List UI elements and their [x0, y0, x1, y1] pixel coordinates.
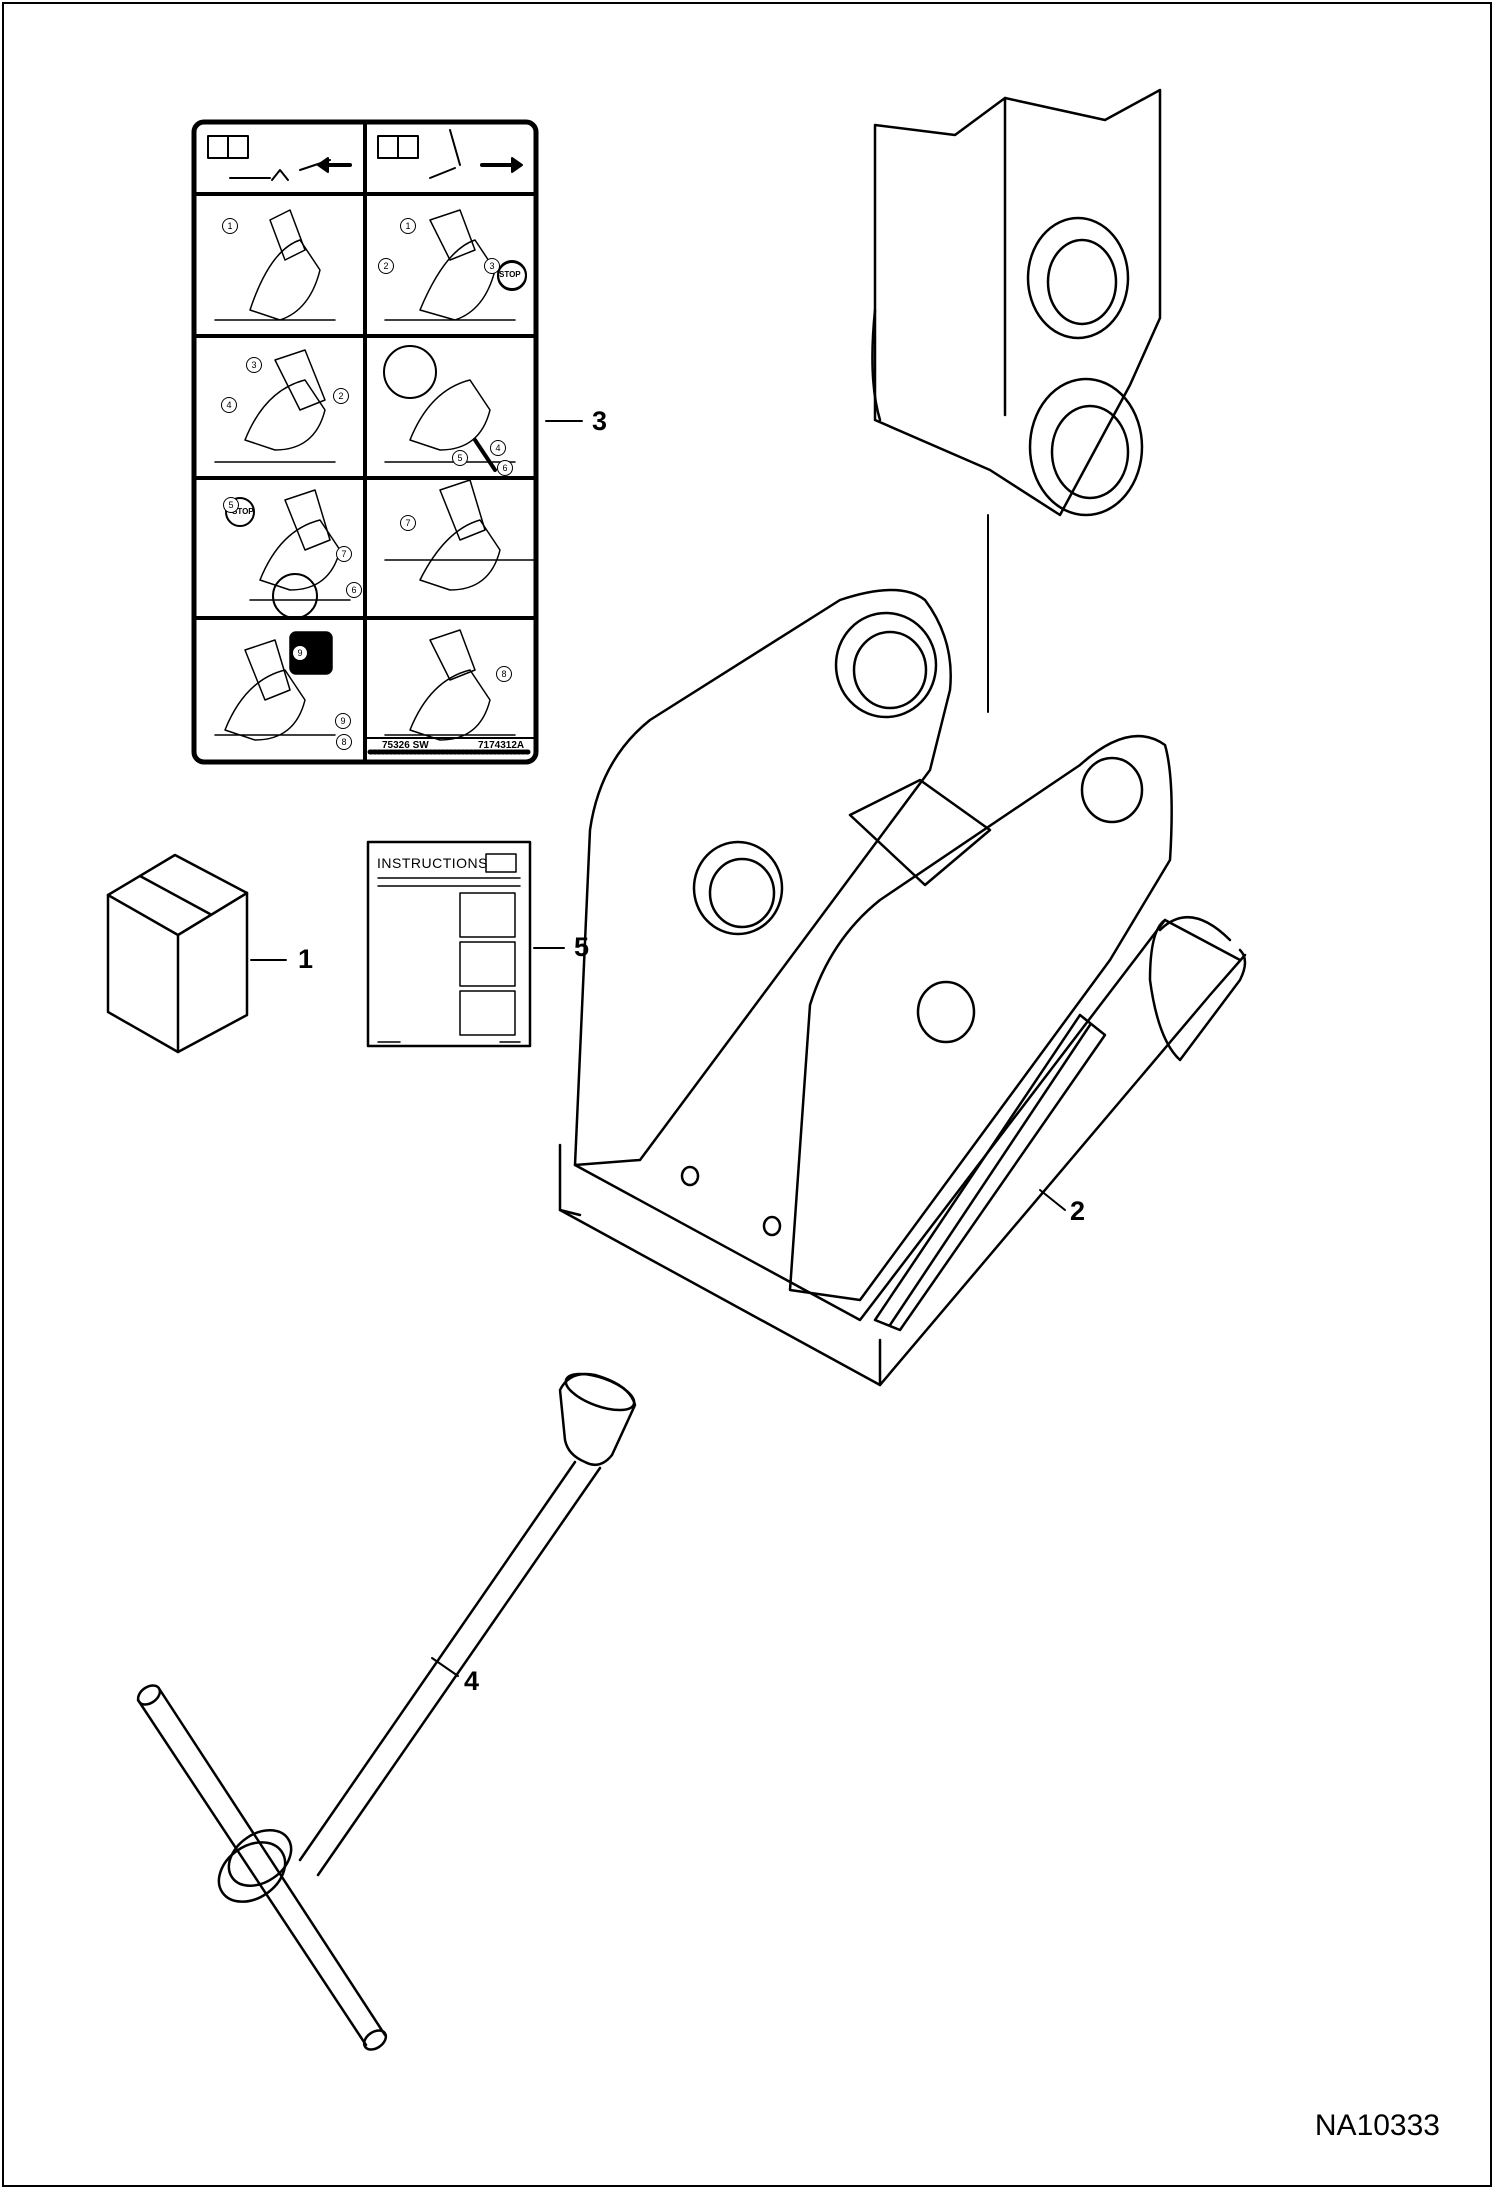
step-number: 8: [496, 666, 512, 682]
step-number: 5: [223, 497, 239, 513]
step-number: 9: [335, 713, 351, 729]
callout-5: 5: [574, 932, 590, 962]
step-number: 3: [246, 357, 262, 373]
step-number: 7: [336, 546, 352, 562]
step-number: 2: [378, 258, 394, 274]
excavator-arm-end: [871, 88, 1162, 517]
drawing-id: NA10333: [1314, 2109, 1440, 2142]
step-number: 7: [400, 515, 416, 531]
instruction-booklet: [366, 840, 532, 1048]
quick-coupler: [558, 588, 1247, 1387]
book-icon: [207, 135, 249, 159]
step-number: 4: [490, 440, 506, 456]
step-number: 4: [221, 397, 237, 413]
decal-sheet: [191, 119, 539, 765]
step-number: 2: [333, 388, 349, 404]
stop-label: STOP: [232, 507, 254, 516]
stop-label: STOP: [499, 270, 521, 279]
t-handle-wrench: [136, 1372, 637, 2051]
callout-3: 3: [592, 406, 608, 436]
decal-code-right: 7174312A: [478, 740, 525, 751]
stop-icon: [497, 261, 527, 291]
decal-step-panel: [214, 209, 527, 321]
callout-leader-4: [431, 1657, 459, 1677]
step-number: 3: [484, 258, 500, 274]
step-number: 6: [497, 460, 513, 476]
parts-box: [106, 853, 249, 1054]
decal-step-panel: [225, 479, 536, 619]
step-number: 1: [222, 218, 238, 234]
step-number: 1: [400, 218, 416, 234]
arrow-left-icon: [317, 157, 352, 173]
arrow-right-icon: [480, 157, 523, 173]
decal-code-left: 75326 SW: [382, 740, 429, 751]
callout-2: 2: [1070, 1196, 1086, 1226]
step-number: 9: [292, 645, 308, 661]
step-number: 5: [452, 450, 468, 466]
callout-leader-2: [1039, 1189, 1066, 1211]
step-number: 8: [336, 734, 352, 750]
callout-4: 4: [464, 1666, 480, 1696]
book-icon: [377, 135, 419, 159]
booklet-title: INSTRUCTIONS: [377, 855, 488, 871]
callout-1: 1: [298, 944, 314, 974]
decal-step-panel: [214, 629, 516, 741]
step-number: 6: [346, 582, 362, 598]
decal-step-panel: [214, 345, 516, 472]
